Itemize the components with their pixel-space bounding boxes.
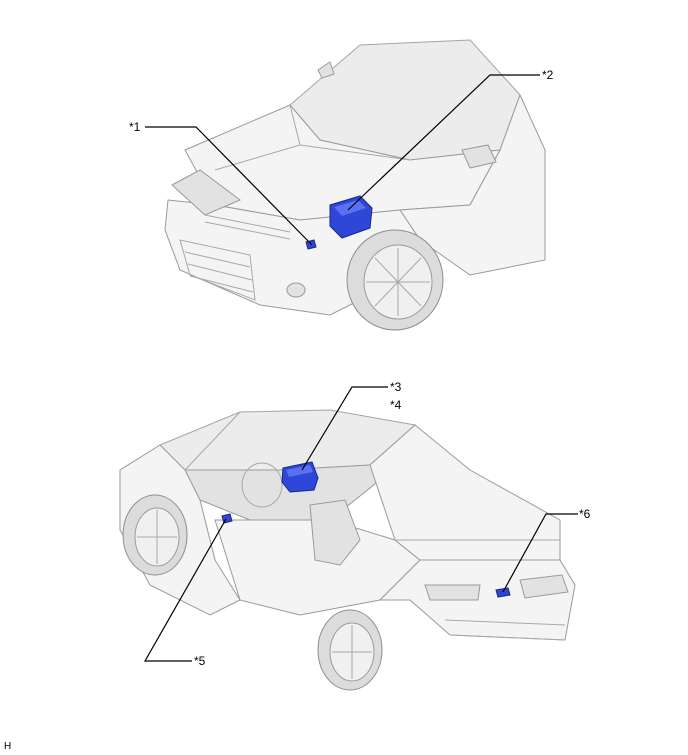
callout-label-3: *3 — [390, 380, 402, 394]
callout-labels: *1 *2 *3 *4 *5 *6 — [129, 68, 591, 668]
leader-line-6 — [502, 513, 578, 593]
component-5-sensor — [221, 513, 233, 524]
rear-vehicle-body-lines — [184, 411, 560, 541]
callout-label-5: *5 — [194, 654, 206, 668]
front-vehicle-headlamp — [171, 169, 241, 216]
front-vehicle-fender — [399, 93, 546, 276]
leader-line-2 — [347, 74, 540, 211]
rear-vehicle-tail-lamp-right — [519, 574, 569, 599]
front-vehicle-upper-grille — [204, 214, 291, 240]
leader-lines — [143, 74, 578, 662]
leader-line-5 — [143, 518, 227, 662]
rear-vehicle-bumper — [444, 619, 566, 641]
rear-vehicle-seat — [309, 499, 361, 566]
front-vehicle-antenna — [317, 61, 335, 79]
callout-label-2: *2 — [542, 68, 554, 82]
front-vehicle-hood-lines — [214, 104, 411, 171]
component-6-sensor — [495, 587, 511, 598]
callout-label-1: *1 — [129, 120, 141, 134]
leader-line-3-4 — [301, 386, 388, 471]
front-vehicle-fog-lamp — [286, 282, 306, 298]
callout-label-4: *4 — [390, 398, 402, 412]
front-vehicle-rim-spokes — [366, 248, 430, 316]
rear-vehicle-steering-wheel — [241, 462, 283, 508]
figure-code: H — [4, 741, 11, 752]
rear-vehicle-rim-spokes — [137, 510, 372, 679]
rear-vehicle-tail-lamp-left — [424, 584, 481, 601]
front-vehicle-mirror — [461, 144, 497, 169]
component-3-4-highlight — [286, 465, 313, 477]
front-vehicle-illustration — [164, 39, 546, 331]
front-vehicle-grille — [179, 239, 256, 301]
callout-label-6: *6 — [579, 507, 591, 521]
rear-vehicle-illustration — [119, 409, 576, 691]
leader-line-1 — [145, 126, 313, 246]
